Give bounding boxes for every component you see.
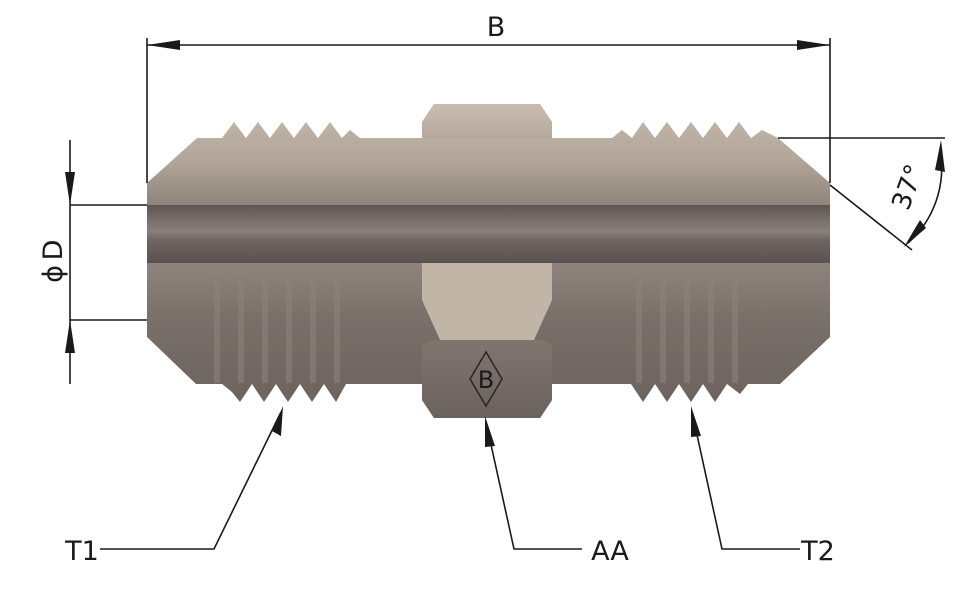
dimension-angle: 37° — [778, 137, 945, 251]
hex-top-face — [422, 104, 552, 138]
hex-lower-face — [422, 340, 552, 418]
thread-ribs-right — [636, 263, 738, 383]
brand-logo: B — [469, 350, 503, 408]
dimension-b-label: B — [487, 12, 506, 43]
thread-left-label: T1 — [64, 536, 99, 567]
thread-ribs-left — [214, 263, 340, 383]
diameter-label: D — [38, 240, 69, 261]
dimension-b: B — [146, 12, 831, 183]
fitting-body: B — [147, 104, 830, 418]
logo-letter: B — [478, 366, 494, 394]
leader-t2: T2 — [691, 406, 835, 567]
hex-flats-label: AA — [591, 536, 629, 567]
leader-aa: AA — [485, 416, 629, 567]
upper-body — [147, 104, 830, 205]
thread-right-label: T2 — [800, 536, 835, 567]
leader-t1: T1 — [64, 406, 283, 567]
bore-band — [147, 205, 830, 263]
angle-label: 37° — [887, 160, 931, 214]
dimension-diameter: ϕ D — [38, 140, 147, 384]
diameter-symbol: ϕ — [38, 265, 69, 283]
hex-middle-flat — [422, 263, 552, 340]
